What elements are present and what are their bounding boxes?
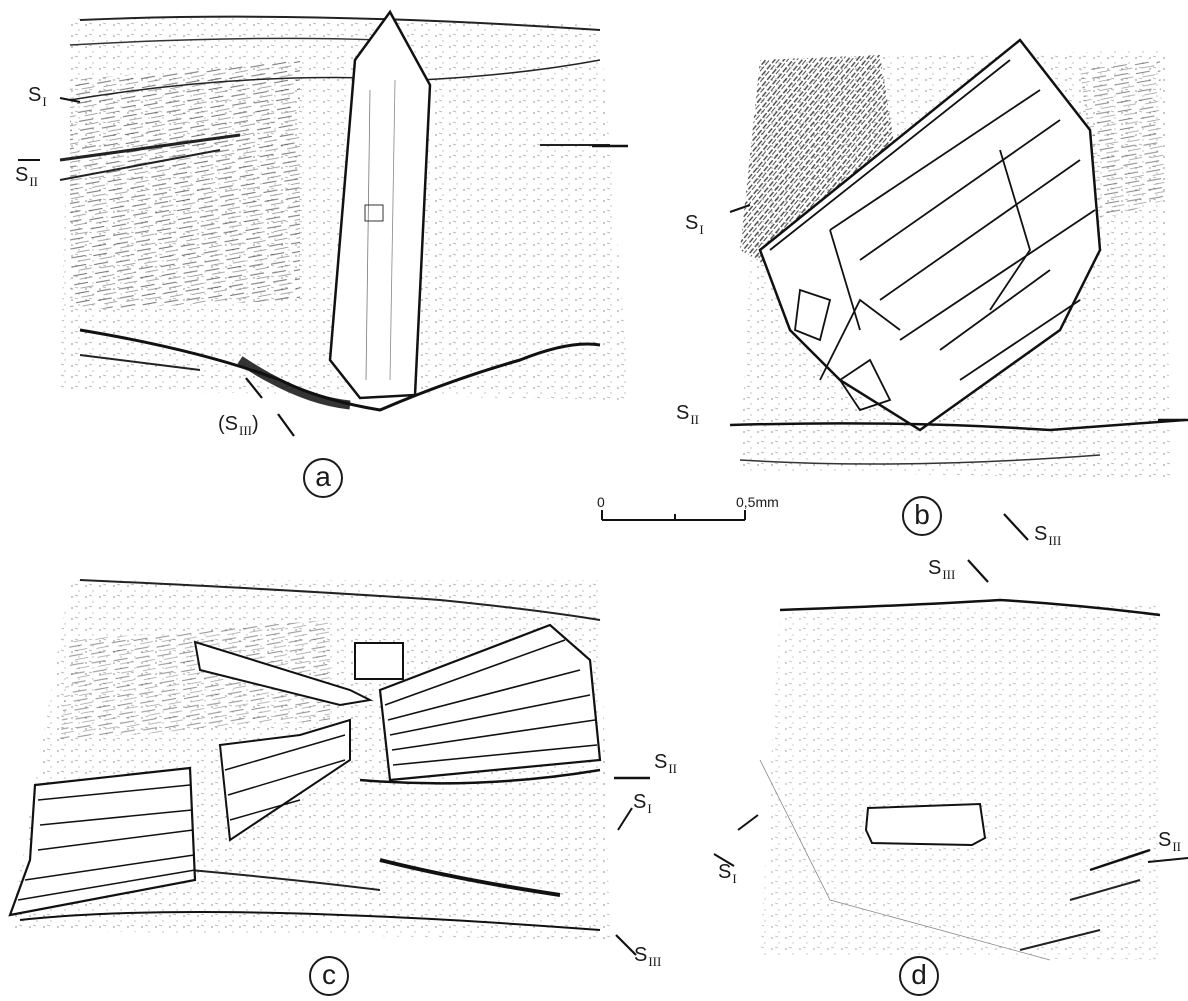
- label-s1-panel-a: SI: [28, 85, 47, 107]
- panel-letter-d: d: [899, 956, 939, 996]
- panel-letter-a: a: [303, 458, 343, 498]
- label-s2-panel-b: SII: [676, 403, 699, 425]
- panel-letter-b: b: [902, 496, 942, 536]
- label-s1-panel-d: SI: [718, 862, 737, 884]
- label-s2-panel-c: SII: [654, 752, 677, 774]
- label-s3-panel-b: SIII: [1034, 524, 1061, 546]
- label-s2-panel-a: SII: [15, 165, 38, 187]
- label-s3-panel-d: SIII: [928, 558, 955, 580]
- panel-d-drawing: [714, 560, 1188, 960]
- label-s3-paren-panel-a: (SIII): [218, 414, 259, 436]
- scale-end-label: 0,5mm: [736, 494, 779, 510]
- label-s1-panel-b: SI: [685, 213, 704, 235]
- label-s1-panel-c: SI: [633, 792, 652, 814]
- scale-start-label: 0: [597, 494, 605, 510]
- label-s3-panel-c: SIII: [634, 945, 661, 967]
- label-s2-panel-d: SII: [1158, 830, 1181, 852]
- panel-letter-c: c: [309, 956, 349, 996]
- scale-bar: [602, 510, 745, 520]
- panel-c-drawing: [10, 580, 650, 955]
- panel-b-drawing: [730, 40, 1188, 540]
- panel-a-drawing: [18, 12, 630, 436]
